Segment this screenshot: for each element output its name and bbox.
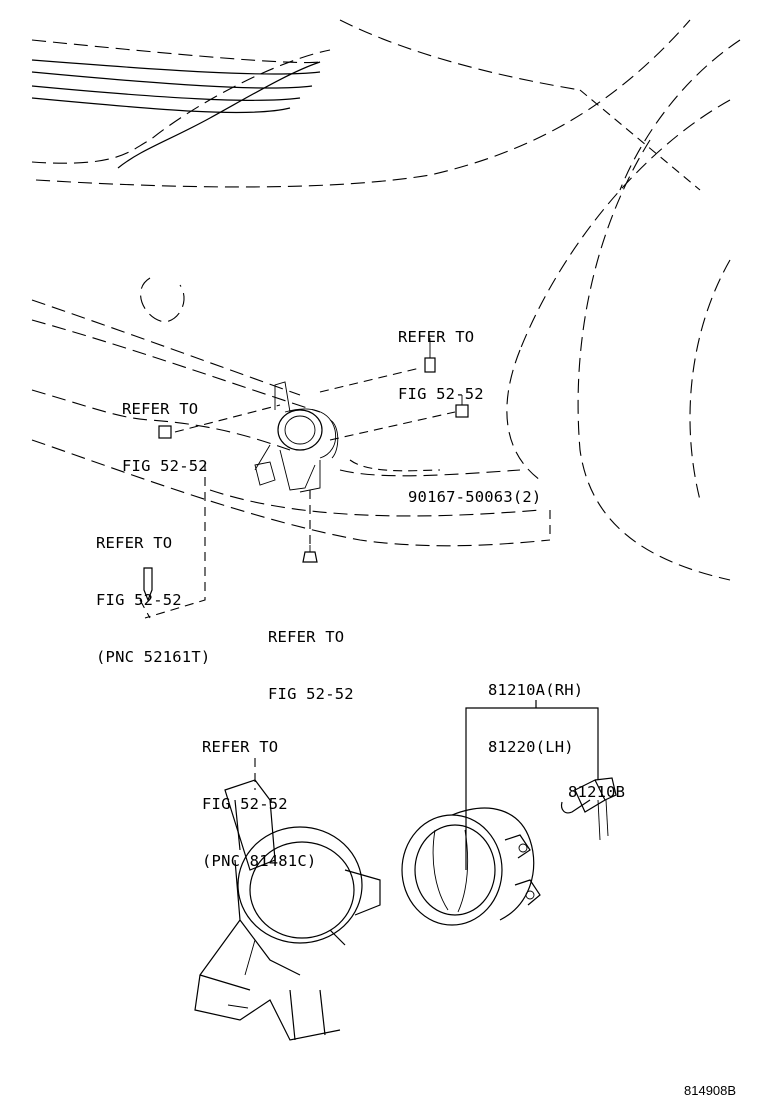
screw-part-number: 90167-50063(2): [408, 488, 542, 506]
refer-line: REFER TO: [202, 738, 279, 756]
fasteners-upper: [143, 338, 469, 602]
fig-line: FIG 52-52: [202, 795, 288, 813]
refer-to-label-clip-left: REFER TO FIG 52-52: [122, 362, 208, 495]
fog-lamp-bracket: [194, 758, 381, 1041]
fig-line: FIG 52-52: [268, 685, 354, 703]
pnc-line: (PNC 52161T): [96, 648, 211, 666]
part-number-fog-lamp: 81210A(RH) 81220(LH): [488, 643, 583, 776]
assembly-leader-lines: [139, 367, 456, 619]
refer-line: REFER TO: [122, 400, 199, 418]
fog-lamp-installed: [254, 381, 339, 493]
figure-id: 814908B: [684, 1083, 737, 1098]
refer-line: REFER TO: [398, 328, 475, 346]
fig-line: FIG 52-52: [122, 457, 208, 475]
refer-to-label-pin-left: REFER TO FIG 52-52 (PNC 52161T): [96, 496, 210, 686]
bulb-part-number: 81210B: [568, 783, 626, 801]
pnc-line: (PNC 81481C): [202, 852, 317, 870]
part-number-bulb: 81210B: [568, 745, 625, 821]
part-number-screw: 90167-50063(2): [408, 450, 541, 526]
fig-line: FIG 52-52: [398, 385, 484, 403]
refer-line: REFER TO: [268, 628, 345, 646]
vehicle-body-outline: [31, 19, 741, 581]
rh-part-number: 81210A(RH): [488, 681, 584, 699]
refer-to-label-bolt-top: REFER TO FIG 52-52: [398, 290, 484, 423]
fog-lamp-bulb: [560, 720, 617, 841]
fig-line: FIG 52-52: [96, 591, 182, 609]
fog-lamp-assembly: [401, 700, 599, 926]
refer-line: REFER TO: [96, 534, 173, 552]
lh-part-number: 81220(LH): [488, 738, 574, 756]
refer-to-label-screw-bottom: REFER TO FIG 52-52: [268, 590, 354, 723]
refer-to-label-bracket: REFER TO FIG 52-52 (PNC 81481C): [202, 700, 316, 890]
